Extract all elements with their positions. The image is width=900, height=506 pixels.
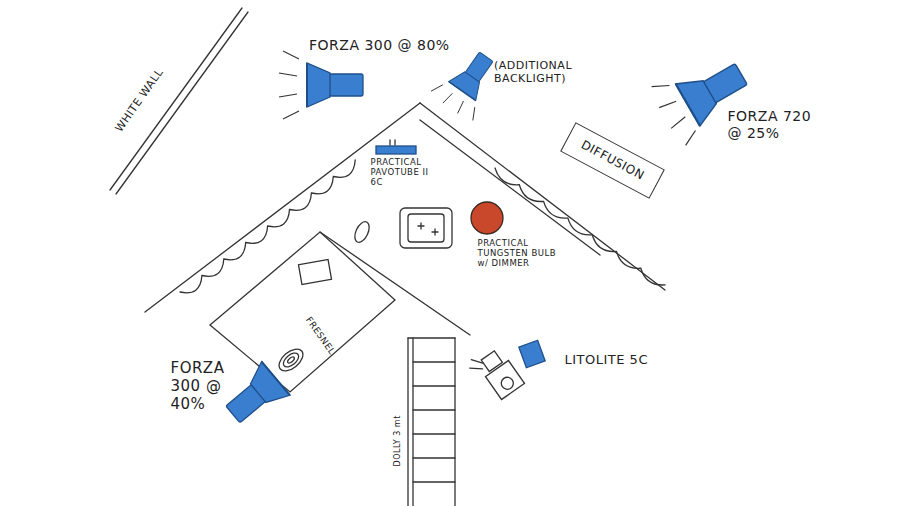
light-label: (ADDITIONAL BACKLIGHT) <box>494 59 590 86</box>
curtain <box>180 160 355 293</box>
light-rays <box>279 51 299 119</box>
pavotube <box>376 146 416 154</box>
diffusion-panel: DIFFUSION <box>560 122 665 199</box>
modifier-label: FRESNEL <box>303 314 338 357</box>
light-fixture <box>307 63 363 107</box>
tungsten-bulb <box>471 202 503 234</box>
camera <box>466 342 524 404</box>
wall-label: WHITE WALL <box>112 65 167 135</box>
pavotube-mark <box>394 140 395 145</box>
side-table <box>298 260 331 285</box>
rug <box>210 232 395 392</box>
set-wall <box>145 103 420 312</box>
light-label: FORZA 300 @ 40% <box>171 359 230 413</box>
light-rays <box>648 79 699 148</box>
practical-label: PRACTICAL PAVOTUBE II 6C <box>371 157 444 188</box>
fresnel-lens <box>275 345 307 375</box>
rug-item <box>352 219 372 244</box>
dolly-track <box>408 338 455 506</box>
node-text: DIFFUSION <box>577 137 646 183</box>
pavotube-mark <box>389 140 390 145</box>
armchair <box>400 208 452 248</box>
light-rays <box>429 81 479 123</box>
litolite-panel <box>519 340 545 368</box>
light-label: LITOLITE 5C <box>565 352 650 368</box>
light-label: FORZA 720 @ 25% <box>728 108 817 142</box>
light-label: FORZA 300 @ 80% <box>309 37 451 54</box>
set-wall <box>420 103 665 290</box>
light-fixture <box>449 47 500 100</box>
practical-label: PRACTICAL TUNGSTEN BULB w/ DIMMER <box>478 238 567 269</box>
white-wall <box>110 8 242 190</box>
track-label: DOLLY 3 mt <box>392 414 402 467</box>
light-fixture <box>219 362 290 432</box>
